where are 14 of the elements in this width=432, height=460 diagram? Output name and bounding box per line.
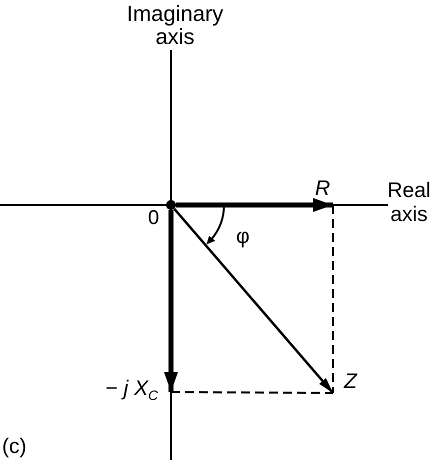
dashed-line	[332, 205, 334, 393]
vector-label: Z	[334, 371, 360, 393]
axis-title: Imaginary axis	[126, 2, 224, 48]
vector-label: − j X$_{C}$	[96, 378, 170, 402]
angle-label: φ	[236, 226, 250, 248]
dashed-line	[171, 391, 333, 394]
vector-label: R	[315, 178, 334, 205]
thick-arrow	[176, 198, 333, 212]
arrow	[173, 208, 334, 394]
panel-label: (c)	[2, 436, 26, 458]
point-label: 0	[148, 207, 160, 229]
axis-title: Real axis	[386, 179, 432, 227]
thick-arrow	[164, 210, 178, 392]
origin-dot	[166, 200, 176, 210]
